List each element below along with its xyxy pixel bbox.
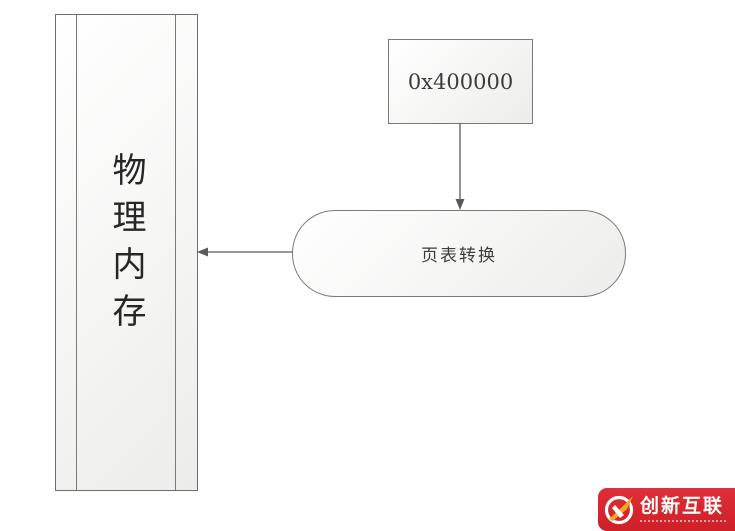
physical-memory-shape: 物理内存 (55, 14, 198, 491)
arrow-left-head-icon (197, 247, 208, 257)
page-table-node-label: 页表转换 (421, 246, 497, 266)
cx-brand-logo-icon (604, 495, 634, 524)
watermark-brand-text: 创新互联 (640, 496, 725, 517)
watermark-text-column: 创新互联 (640, 497, 726, 522)
watermark-badge[interactable]: 创新互联 (598, 488, 735, 531)
page-table-node: 页表转换 (292, 210, 626, 297)
memory-inner-line-right (175, 15, 176, 490)
address-box: 0x400000 (388, 39, 533, 124)
memory-inner-line-left (76, 15, 77, 490)
arrow-down-head-icon (455, 199, 465, 210)
address-box-label: 0x400000 (407, 69, 514, 94)
physical-memory-label: 物理内存 (106, 152, 146, 340)
watermark-subtext-row (640, 520, 726, 522)
